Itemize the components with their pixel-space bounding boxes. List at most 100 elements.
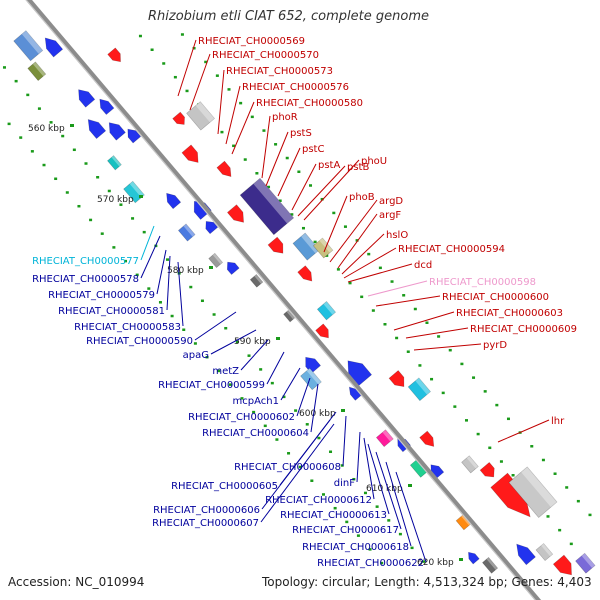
gene-arrow xyxy=(315,323,329,339)
gene-arrow xyxy=(226,204,244,223)
gene-label-left[interactable]: RHECIAT_CH0000618 xyxy=(302,542,409,553)
gene-box xyxy=(375,429,394,448)
leader-line xyxy=(367,443,390,515)
lane-dot xyxy=(329,450,333,454)
leader-line xyxy=(303,159,360,221)
gene-label-right[interactable]: RHECIAT_CH0000573 xyxy=(226,66,333,77)
gene-label-right[interactable]: RHECIAT_CH0000576 xyxy=(242,82,349,93)
gene-box xyxy=(186,101,215,131)
lane-dot xyxy=(49,121,53,124)
lane-dot xyxy=(356,534,360,537)
gene-label-left[interactable]: RHECIAT_CH0000604 xyxy=(202,428,309,439)
leader-line xyxy=(323,195,348,253)
lane-dot xyxy=(287,452,291,455)
gene-label-right[interactable]: RHECIAT_CH0000569 xyxy=(198,36,305,47)
gene-label-left[interactable]: RHECIAT_CH0000577 xyxy=(32,256,139,267)
gene-label-right[interactable]: pyrD xyxy=(483,340,507,351)
gene-box xyxy=(312,237,334,259)
gene-label-left[interactable]: RHECIAT_CH0000612 xyxy=(265,495,372,506)
gene-box xyxy=(239,177,295,236)
accession-text: Accession: NC_010994 xyxy=(8,575,145,589)
gene-label-right[interactable]: RHECIAT_CH0000603 xyxy=(456,308,563,319)
leader-line xyxy=(367,280,428,297)
gene-label-left[interactable]: RHECIAT_CH0000622 xyxy=(317,558,424,569)
gene-label-left[interactable]: RHECIAT_CH0000578 xyxy=(32,274,139,285)
lane-dot xyxy=(200,299,204,303)
lane-dot xyxy=(250,115,254,119)
gene-label-left[interactable]: RHECIAT_CH0000608 xyxy=(234,462,341,473)
gene-label-right[interactable]: dcd xyxy=(414,260,432,271)
lane-dot xyxy=(278,199,282,202)
gene-label-right[interactable]: pstS xyxy=(290,128,312,139)
leader-line xyxy=(231,101,255,155)
gene-label-right[interactable]: RHECIAT_CH0000609 xyxy=(470,324,577,335)
gene-label-right[interactable]: RHECIAT_CH0000570 xyxy=(212,50,319,61)
gene-arrow xyxy=(172,111,185,125)
leader-line xyxy=(341,233,385,275)
gene-label-right[interactable]: pstA xyxy=(318,160,340,171)
lane-dot xyxy=(410,546,414,550)
gene-label-left[interactable]: RHECIAT_CH0000602 xyxy=(188,412,295,423)
gene-label-left[interactable]: RHECIAT_CH0000581 xyxy=(58,306,165,317)
gene-label-left[interactable]: mcpAch1 xyxy=(233,396,279,407)
gene-label-right[interactable]: phoB xyxy=(349,192,375,203)
lane-dot xyxy=(340,464,344,467)
lane-dot xyxy=(588,513,592,517)
gene-label-right[interactable]: phoU xyxy=(361,156,387,167)
gene-label-left[interactable]: metZ xyxy=(212,366,239,377)
lane-dot xyxy=(262,129,266,132)
leader-line xyxy=(413,343,482,351)
gene-label-left[interactable]: RHECIAT_CH0000583 xyxy=(74,322,181,333)
lane-dot xyxy=(511,473,515,477)
gene-label-left[interactable]: RHECIAT_CH0000606 xyxy=(153,505,260,516)
lane-dot xyxy=(19,136,23,139)
gene-arrow xyxy=(205,221,219,235)
gene-box xyxy=(283,309,296,323)
lane-dot xyxy=(294,409,298,412)
lane-dot xyxy=(243,158,247,161)
gene-arrow xyxy=(107,47,121,63)
gene-label-right[interactable]: argF xyxy=(379,210,401,221)
gene-label-right[interactable]: RHECIAT_CH0000580 xyxy=(256,98,363,109)
gene-label-right[interactable]: phoR xyxy=(272,112,298,123)
gene-box xyxy=(575,552,596,574)
gene-label-left[interactable]: RHECIAT_CH0000605 xyxy=(171,481,278,492)
gene-label-right[interactable]: pstB xyxy=(347,162,369,173)
gene-label-right[interactable]: RHECIAT_CH0000600 xyxy=(442,292,549,303)
gene-label-right[interactable]: pstC xyxy=(302,144,324,155)
gene-label-left[interactable]: RHECIAT_CH0000617 xyxy=(292,525,399,536)
gene-label-right[interactable]: lhr xyxy=(551,416,565,427)
leader-line xyxy=(280,367,301,401)
leader-line xyxy=(497,419,550,443)
lane-dot xyxy=(189,285,193,289)
gene-label-left[interactable]: RHECIAT_CH0000607 xyxy=(152,518,259,529)
gene-box xyxy=(292,232,320,261)
gene-label-right[interactable]: hslO xyxy=(386,230,408,241)
gene-label-right[interactable]: RHECIAT_CH0000594 xyxy=(398,244,505,255)
lane-dot xyxy=(506,417,510,421)
lane-dot xyxy=(162,62,166,65)
gene-arrow xyxy=(108,122,126,141)
gene-label-left[interactable]: dinF xyxy=(334,478,355,489)
gene-arrow xyxy=(479,461,495,478)
lane-dot xyxy=(247,354,251,357)
gene-arrow xyxy=(388,370,405,387)
lane-dot xyxy=(383,323,387,326)
gene-label-left[interactable]: RHECIAT_CH0000590 xyxy=(86,336,193,347)
gene-label-left[interactable]: RHECIAT_CH0000579 xyxy=(48,290,155,301)
gene-arrow xyxy=(193,200,212,220)
lane-dot xyxy=(321,493,325,496)
leader-line xyxy=(140,235,161,279)
leader-line xyxy=(375,295,441,307)
lane-dot xyxy=(301,226,305,230)
gene-label-right[interactable]: argD xyxy=(379,196,403,207)
tick-mark xyxy=(459,558,463,561)
tick-label: 560 kbp xyxy=(28,124,65,134)
gene-label-left[interactable]: RHECIAT_CH0000613 xyxy=(280,510,387,521)
gene-label-left[interactable]: RHECIAT_CH0000599 xyxy=(158,380,265,391)
gene-label-left[interactable]: apaG xyxy=(183,350,209,361)
lane-dot xyxy=(107,189,111,193)
gene-label-right[interactable]: RHECIAT_CH0000598 xyxy=(429,277,536,288)
lane-dot xyxy=(205,355,209,359)
lane-dot xyxy=(530,445,534,448)
